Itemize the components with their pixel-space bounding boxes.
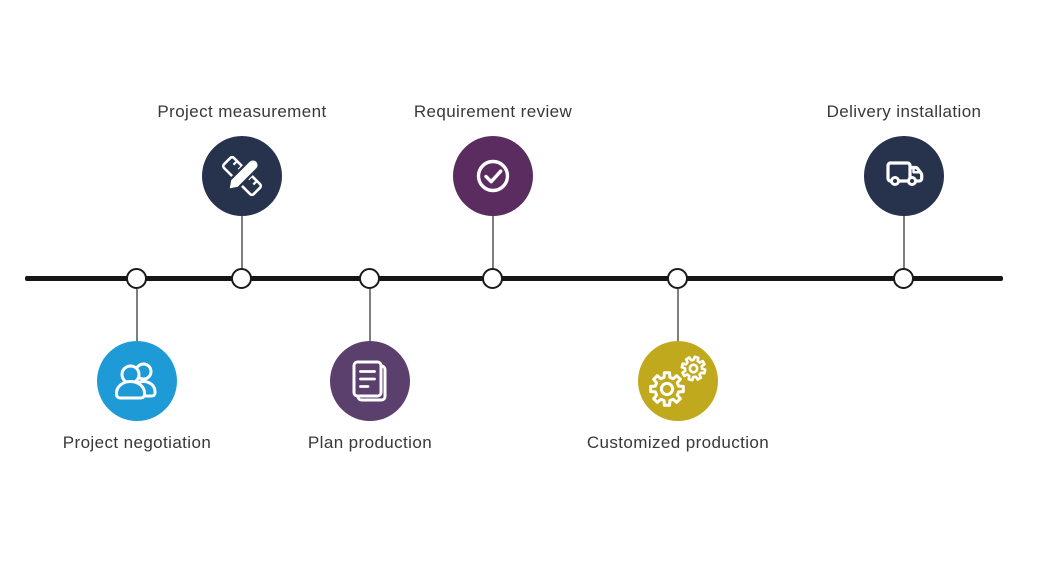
timeline-node	[359, 267, 381, 289]
step-connector-line	[677, 289, 679, 341]
step-label: Project measurement	[157, 102, 327, 121]
timeline-node	[667, 267, 689, 289]
timeline-node	[893, 267, 915, 289]
timeline-node	[231, 267, 253, 289]
document-icon	[352, 360, 387, 402]
step-label: Project negotiation	[62, 433, 212, 452]
timeline-node	[482, 267, 504, 289]
step-label: Requirement review	[413, 102, 573, 121]
people-icon	[115, 362, 157, 400]
step-icon-circle	[864, 136, 944, 216]
step-label: Delivery installation	[826, 102, 982, 121]
step-label: Plan production	[307, 433, 433, 452]
truck-icon	[886, 161, 924, 186]
step-connector-line	[492, 216, 494, 269]
check-circle-icon	[476, 159, 510, 193]
ruler-pencil-icon	[221, 155, 263, 197]
step-icon-circle	[202, 136, 282, 216]
step-connector-line	[369, 289, 371, 341]
step-connector-line	[241, 216, 243, 269]
timeline-axis	[25, 275, 1003, 281]
step-connector-line	[903, 216, 905, 269]
step-icon-circle	[97, 341, 177, 421]
gears-icon	[649, 355, 707, 407]
step-connector-line	[136, 289, 138, 341]
step-icon-circle	[638, 341, 718, 421]
timeline-node	[126, 267, 148, 289]
step-icon-circle	[453, 136, 533, 216]
step-icon-circle	[330, 341, 410, 421]
step-label: Customized production	[586, 433, 770, 452]
